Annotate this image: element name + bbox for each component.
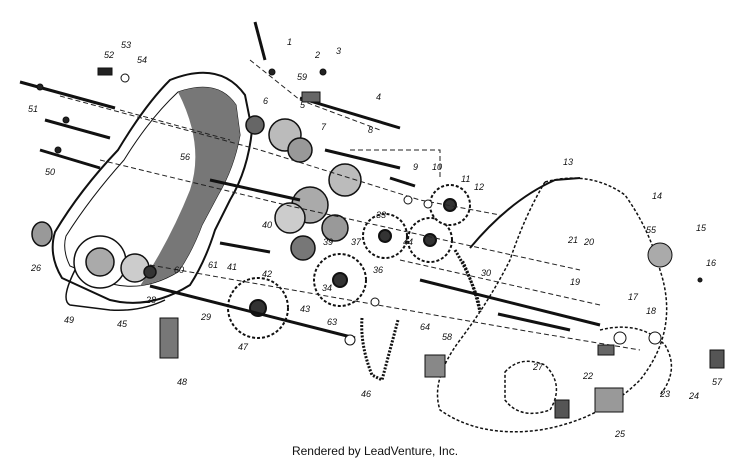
label-24: 24: [688, 391, 699, 401]
label-7: 7: [321, 122, 327, 132]
label-17: 17: [628, 292, 639, 302]
label-21: 21: [567, 235, 578, 245]
part-labels: 1 2 3 4 5 6 7 8 9 10 11 12 13 14 15 16 1…: [28, 37, 723, 439]
label-20: 20: [583, 237, 594, 247]
label-36: 36: [373, 265, 383, 275]
label-59: 59: [297, 72, 307, 82]
label-41: 41: [227, 262, 237, 272]
label-9: 9: [413, 162, 418, 172]
label-57: 57: [712, 377, 723, 387]
label-33: 33: [376, 210, 386, 220]
right-cover-arm: [469, 177, 581, 249]
label-37: 37: [351, 237, 362, 247]
label-26: 26: [30, 263, 41, 273]
label-40: 40: [262, 220, 272, 230]
label-52: 52: [104, 50, 114, 60]
label-58: 58: [442, 332, 452, 342]
hardware: [36, 67, 725, 419]
label-23: 23: [659, 389, 670, 399]
shafts: [19, 21, 601, 340]
right-housing: [436, 177, 673, 433]
label-55: 55: [646, 225, 657, 235]
label-19: 19: [570, 277, 580, 287]
label-42: 42: [262, 269, 272, 279]
label-11: 11: [461, 174, 470, 184]
label-56: 56: [180, 152, 190, 162]
label-3: 3: [336, 46, 341, 56]
label-64: 64: [420, 322, 430, 332]
label-63: 63: [327, 317, 337, 327]
label-14: 14: [652, 191, 662, 201]
drive-chain: [360, 249, 482, 383]
label-1: 1: [287, 37, 292, 47]
label-44: 44: [403, 237, 413, 247]
label-8: 8: [368, 125, 373, 135]
label-47: 47: [238, 342, 249, 352]
label-49: 49: [64, 315, 74, 325]
label-16: 16: [706, 258, 716, 268]
sprocket-34: [313, 253, 367, 307]
label-50: 50: [45, 167, 55, 177]
label-28: 28: [145, 295, 156, 305]
label-39: 39: [323, 237, 333, 247]
label-15: 15: [696, 223, 707, 233]
guide-lines: [59, 59, 641, 351]
label-61: 61: [208, 260, 218, 270]
label-6: 6: [263, 96, 268, 106]
label-12: 12: [474, 182, 484, 192]
label-51: 51: [28, 104, 38, 114]
label-34: 34: [322, 283, 332, 293]
label-45: 45: [117, 319, 128, 329]
label-25: 25: [614, 429, 626, 439]
label-54: 54: [137, 55, 147, 65]
label-22: 22: [582, 371, 593, 381]
label-27: 27: [532, 362, 544, 372]
label-4: 4: [376, 92, 381, 102]
label-60: 60: [174, 265, 184, 275]
label-46: 46: [361, 389, 371, 399]
label-43: 43: [300, 304, 310, 314]
credit-footer: Rendered by LeadVenture, Inc.: [291, 444, 459, 458]
label-18: 18: [646, 306, 656, 316]
label-10: 10: [432, 162, 442, 172]
gear-cluster-left: [31, 115, 362, 289]
label-13: 13: [563, 157, 573, 167]
left-housing-fill: [140, 87, 240, 286]
label-29: 29: [200, 312, 211, 322]
label-2: 2: [314, 50, 320, 60]
label-30: 30: [481, 268, 491, 278]
sprocket-47: [227, 277, 289, 339]
label-53: 53: [121, 40, 131, 50]
label-5: 5: [300, 100, 306, 110]
sprocket-36: [362, 184, 471, 263]
label-48: 48: [177, 377, 187, 387]
